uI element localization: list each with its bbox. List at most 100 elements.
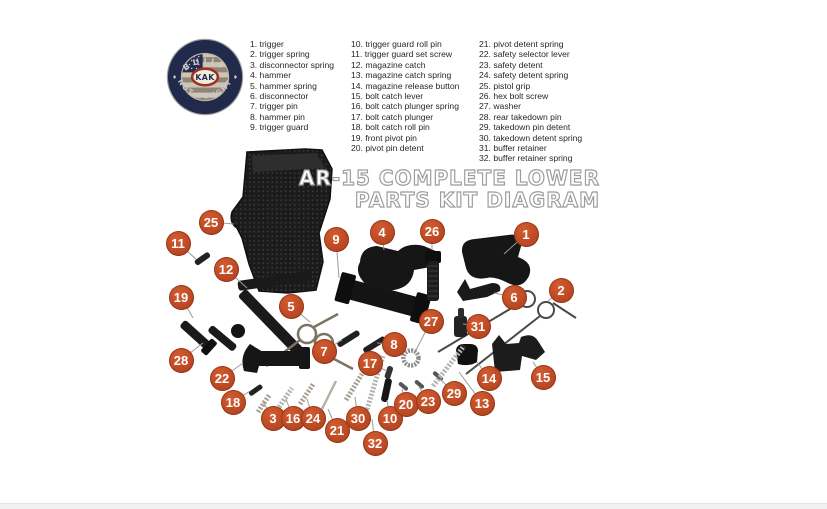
parts-list-item: 18. bolt catch roll pin (351, 122, 430, 133)
parts-list-item: 1. trigger (250, 39, 284, 49)
parts-list-item: 26. hex bolt screw (479, 91, 549, 102)
callout-19: 19 (168, 284, 194, 310)
part-bolt-catch-roll-pin (248, 384, 263, 396)
parts-list-item: 3. disconnector spring (250, 59, 335, 70)
callout-20: 20 (393, 391, 419, 417)
part-magazine-catch (237, 271, 312, 359)
parts-list-item: 12. magazine catch (351, 59, 426, 70)
callout-15: 15 (530, 364, 556, 390)
parts-list-item: 28. rear takedown pin (479, 111, 562, 122)
kak-badge-svg: KAK BUILT NOT BOUGHT (166, 38, 244, 116)
parts-list-item: 5. hammer spring (250, 80, 317, 91)
part-disconnector (457, 279, 501, 301)
callout-24: 24 (300, 405, 326, 431)
part-hammer (357, 244, 441, 291)
part-trigger (461, 234, 531, 286)
parts-list-item: 6. disconnector (250, 91, 309, 102)
part-trigger-guard (334, 272, 432, 325)
callout-27: 27 (418, 308, 444, 334)
callout-25: 25 (198, 209, 224, 235)
parts-list-item: 10. trigger guard roll pin (351, 39, 442, 49)
callout-6: 6 (501, 284, 527, 310)
parts-list-item: 22. safety selector lever (479, 49, 570, 60)
callout-2: 2 (548, 277, 574, 303)
parts-list-item: 20. pivot pin detent (351, 143, 424, 154)
badge-center-text: KAK (195, 73, 215, 82)
callout-13: 13 (469, 390, 495, 416)
callout-14: 14 (476, 365, 502, 391)
callout-30: 30 (345, 405, 371, 431)
part-pivot-detent-spring (320, 380, 338, 410)
parts-list-item: 30. takedown detent spring (479, 132, 583, 143)
part-magazine-catch-spring (431, 344, 466, 388)
badge-star-icons (173, 74, 237, 80)
parts-list-item: 32. buffer retainer spring (479, 153, 573, 164)
part-pistol-grip (230, 148, 333, 294)
part-bolt-catch-plunger-spring (276, 386, 295, 409)
parts-list-item: 11. trigger guard set screw (351, 49, 453, 60)
callout-21: 21 (324, 417, 350, 443)
callout-18: 18 (220, 389, 246, 415)
callout-1: 1 (513, 221, 539, 247)
callout-11: 11 (165, 230, 191, 256)
part-buffer-retainer-spring (363, 355, 386, 414)
callout-29: 29 (441, 380, 467, 406)
callout-12: 12 (213, 256, 239, 282)
part-hammer-pin (363, 336, 386, 353)
callout-28: 28 (168, 347, 194, 373)
callout-22: 22 (209, 365, 235, 391)
part-magazine-release-button (456, 344, 478, 366)
parts-list-item: 7. trigger pin (250, 101, 298, 112)
part-bolt-catch-lever (492, 335, 545, 372)
parts-list-item: 8. hammer pin (250, 111, 305, 122)
parts-list-item: 21. pivot detent spring (479, 39, 564, 49)
part-safety-detent (414, 380, 425, 389)
parts-list-item: 2. trigger spring (250, 49, 310, 60)
callout-17: 17 (357, 350, 383, 376)
parts-list-item: 15. bolt catch lever (351, 91, 424, 102)
callout-4: 4 (369, 219, 395, 245)
callout-8: 8 (381, 331, 407, 357)
part-bolt-catch-plunger (384, 366, 394, 379)
part-takedown-detent-spring (343, 372, 365, 402)
parts-list-item: 25. pistol grip (479, 80, 531, 91)
part-trigger-pin (337, 330, 360, 347)
callout-26: 26 (419, 218, 445, 244)
title-line-1: AR-15 COMPLETE LOWER (298, 166, 600, 190)
callout-5: 5 (278, 293, 304, 319)
parts-list-item: 17. bolt catch plunger (351, 111, 434, 122)
parts-list-item: 16. bolt catch plunger spring (351, 101, 459, 112)
callout-9: 9 (323, 226, 349, 252)
parts-list-item: 14. magazine release button (351, 80, 460, 91)
part-safety-selector-lever (242, 344, 310, 373)
part-trigger-guard-roll-pin (381, 378, 392, 403)
part-rear-takedown-pin (208, 324, 245, 351)
part-pivot-pin-detent (398, 382, 409, 391)
part-trigger-guard-set-screw (194, 252, 211, 266)
parts-list-item: 24. safety detent spring (479, 70, 569, 81)
parts-list-item: 31. buffer retainer (479, 143, 547, 154)
parts-list-item: 13. magazine catch spring (351, 70, 452, 81)
callout-23: 23 (415, 388, 441, 414)
parts-list-item: 27. washer (479, 101, 522, 112)
badge-center-oval (190, 67, 220, 87)
part-hex-bolt-screw (425, 251, 441, 301)
part-pistol-grip-top (252, 153, 325, 172)
part-safety-detent-spring (297, 381, 317, 406)
kak-badge-logo: KAK BUILT NOT BOUGHT (166, 38, 244, 116)
callout-32: 32 (362, 430, 388, 456)
page-title: AR-15 COMPLETE LOWER PARTS KIT DIAGRAM (258, 166, 600, 212)
parts-list-item: 23. safety detent (479, 59, 543, 70)
part-buffer-retainer (454, 308, 467, 337)
title-line-2: PARTS KIT DIAGRAM (354, 187, 600, 212)
callout-31: 31 (465, 313, 491, 339)
bottom-page-strip (0, 503, 827, 509)
parts-list-item: 9. trigger guard (250, 122, 309, 133)
part-washer (401, 348, 421, 368)
parts-list-item: 19. front pivot pin (351, 132, 417, 143)
